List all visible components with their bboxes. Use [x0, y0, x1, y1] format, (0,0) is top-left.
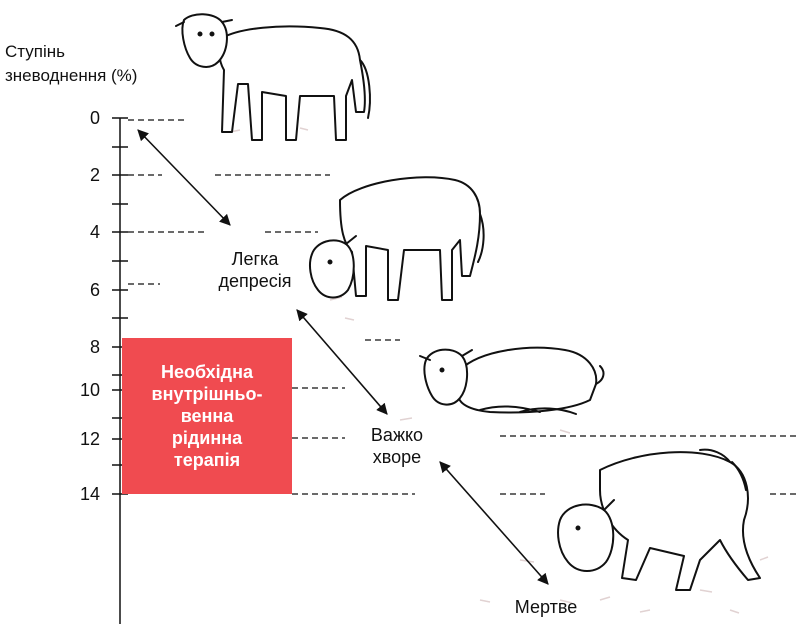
calf-collapsed-icon — [558, 450, 760, 590]
tick-label-4: 4 — [90, 222, 100, 242]
tick-label-2: 2 — [90, 165, 100, 185]
state-severely-ill: Важко хворе — [352, 424, 442, 468]
therapy-line-5: терапія — [152, 449, 263, 471]
state-severe-line-1: Важко — [352, 424, 442, 446]
tick-label-6: 6 — [90, 280, 100, 300]
iv-therapy-box: Необхідна внутрішньо- венна рідинна тера… — [122, 338, 292, 494]
state-severe-line-2: хворе — [352, 446, 442, 468]
arrow-to-dead — [440, 462, 548, 584]
therapy-line-1: Необхідна — [152, 361, 263, 383]
state-dead: Мертве — [496, 596, 596, 618]
state-dead-label: Мертве — [496, 596, 596, 618]
calf-lying-icon — [420, 348, 603, 414]
therapy-line-3: венна — [152, 405, 263, 427]
axis-title: Ступінь зневоднення (%) — [5, 40, 137, 88]
calf-head-down-icon — [310, 177, 484, 300]
tick-label-0: 0 — [90, 108, 100, 128]
therapy-line-2: внутрішньо- — [152, 383, 263, 405]
tick-label-10: 10 — [80, 380, 100, 400]
therapy-line-4: рідинна — [152, 427, 263, 449]
state-mild-line-1: Легка — [200, 248, 310, 270]
y-axis-tick-labels: 0 2 4 6 8 10 12 14 — [80, 108, 100, 504]
state-mild-depression: Легка депресія — [200, 248, 310, 292]
tick-label-14: 14 — [80, 484, 100, 504]
axis-title-line-1: Ступінь — [5, 40, 137, 64]
calf-standing-icon — [176, 14, 370, 140]
tick-label-12: 12 — [80, 429, 100, 449]
arrow-to-severely-ill — [297, 310, 387, 414]
state-mild-line-2: депресія — [200, 270, 310, 292]
tick-label-8: 8 — [90, 337, 100, 357]
arrow-to-mild-depression — [138, 130, 230, 225]
axis-title-line-2: зневоднення (%) — [5, 64, 137, 88]
